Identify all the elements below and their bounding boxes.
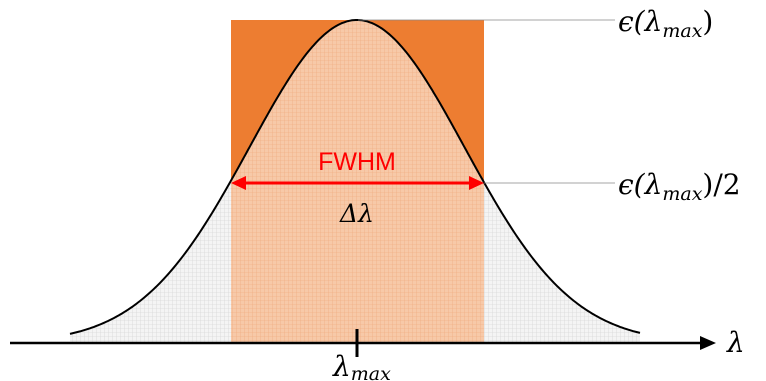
x-axis-arrowhead [700,336,716,350]
peak-label-close: ) [702,5,713,38]
half-label-main: ϵ(λ [618,168,662,201]
lambda-max-main: λ [332,350,351,381]
peak-label-sub: max [662,20,702,42]
lambda-max-label: λmax [332,350,391,381]
lambda-max-sub: max [351,363,391,381]
delta-lambda-label: Δλ [339,199,374,228]
gaussian-curve [69,19,641,335]
peak-label: ϵ(λmax) [618,5,713,42]
peak-label-main: ϵ(λ [618,5,662,38]
fwhm-label: FWHM [318,148,396,176]
fwhm-arrow-right-head [469,176,484,190]
x-axis-label: λ [726,326,745,359]
half-label-close: )/2 [702,168,740,201]
fwhm-arrow-left-head [231,176,246,190]
half-max-label: ϵ(λmax)/2 [618,168,741,205]
half-label-sub: max [662,183,702,205]
